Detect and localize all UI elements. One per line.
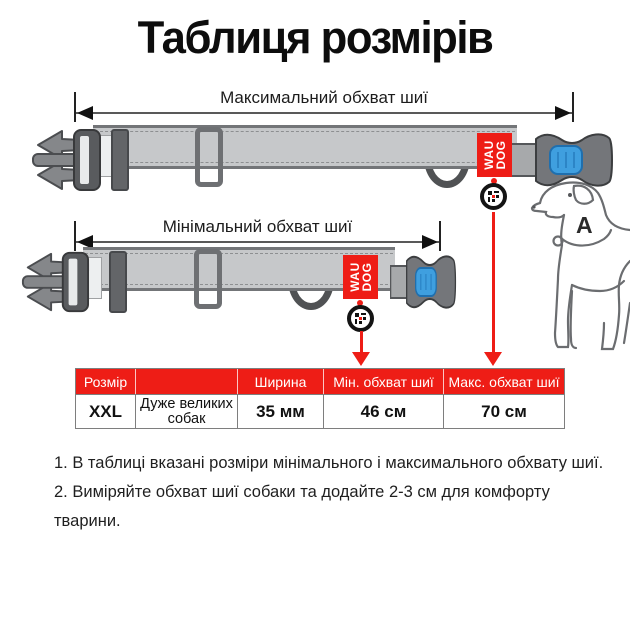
- cell-width: 35 мм: [238, 394, 324, 428]
- min-girth-dimension-line: [74, 221, 441, 251]
- collar-max-diagram: WAU DOG: [0, 125, 630, 210]
- brand-tag: WAU DOG: [477, 133, 512, 177]
- strap-keeper: [109, 251, 127, 313]
- min-girth-pointer: [360, 331, 363, 354]
- brand-tag-line1: WAU: [347, 262, 362, 292]
- dog-illustration: [530, 181, 630, 351]
- collar-min-diagram: WAU DOG: [0, 247, 630, 332]
- qr-pendant-icon: [480, 183, 507, 210]
- header-cell-max-girth: Макс. обхват шиї: [444, 369, 564, 394]
- dog-nose: [532, 205, 536, 209]
- brand-tag-line1: WAU: [481, 140, 496, 170]
- brand-tag-line2: DOG: [493, 140, 508, 170]
- min-girth-label: Мінімальний обхват шиї: [162, 217, 353, 236]
- header-cell-breed: [136, 369, 238, 394]
- buckle-male-icon: [32, 129, 101, 191]
- note-1: 1. В таблиці вказані розміри мінімальног…: [54, 454, 604, 472]
- note-2: 2. Виміряйте обхват шиї собаки та додайт…: [54, 483, 550, 530]
- cell-size: XXL: [76, 394, 136, 428]
- buckle-female-icon: [510, 133, 613, 187]
- buckle-male-icon: [21, 251, 90, 313]
- header-cell-size: Розмір: [76, 369, 136, 394]
- strap-adjuster: [195, 127, 223, 187]
- cell-breed: Дуже великих собак: [136, 394, 238, 428]
- qr-pendant-icon: [347, 305, 374, 332]
- cell-min-girth: 46 см: [324, 394, 444, 428]
- collar-strap: [93, 125, 517, 169]
- max-girth-label: Максимальний обхват шиї: [220, 88, 428, 107]
- notes: 1. В таблиці вказані розміри мінімальног…: [54, 449, 614, 536]
- brand-tag-line2: DOG: [359, 262, 374, 292]
- tag-link: [491, 178, 497, 184]
- header-cell-min-girth: Мін. обхват шиї: [324, 369, 444, 394]
- tag-link: [357, 300, 363, 306]
- max-girth-pointer: [492, 212, 495, 354]
- strap-adjuster: [194, 249, 222, 309]
- min-girth-pointer-arrow: [352, 352, 370, 366]
- brand-tag: WAU DOG: [343, 255, 378, 299]
- buckle-female-icon: [390, 255, 457, 309]
- max-girth-dimension-line: [74, 92, 574, 122]
- dog-eye: [568, 193, 572, 197]
- size-table: Розмір Ширина Мін. обхват шиї Макс. обхв…: [75, 368, 565, 429]
- cell-max-girth: 70 см: [444, 394, 564, 428]
- strap-keeper: [111, 129, 129, 191]
- max-girth-pointer-arrow: [484, 352, 502, 366]
- header-cell-width: Ширина: [238, 369, 324, 394]
- page-title: Таблиця розмірів: [137, 12, 494, 63]
- neck-girth-marker: A: [576, 212, 593, 238]
